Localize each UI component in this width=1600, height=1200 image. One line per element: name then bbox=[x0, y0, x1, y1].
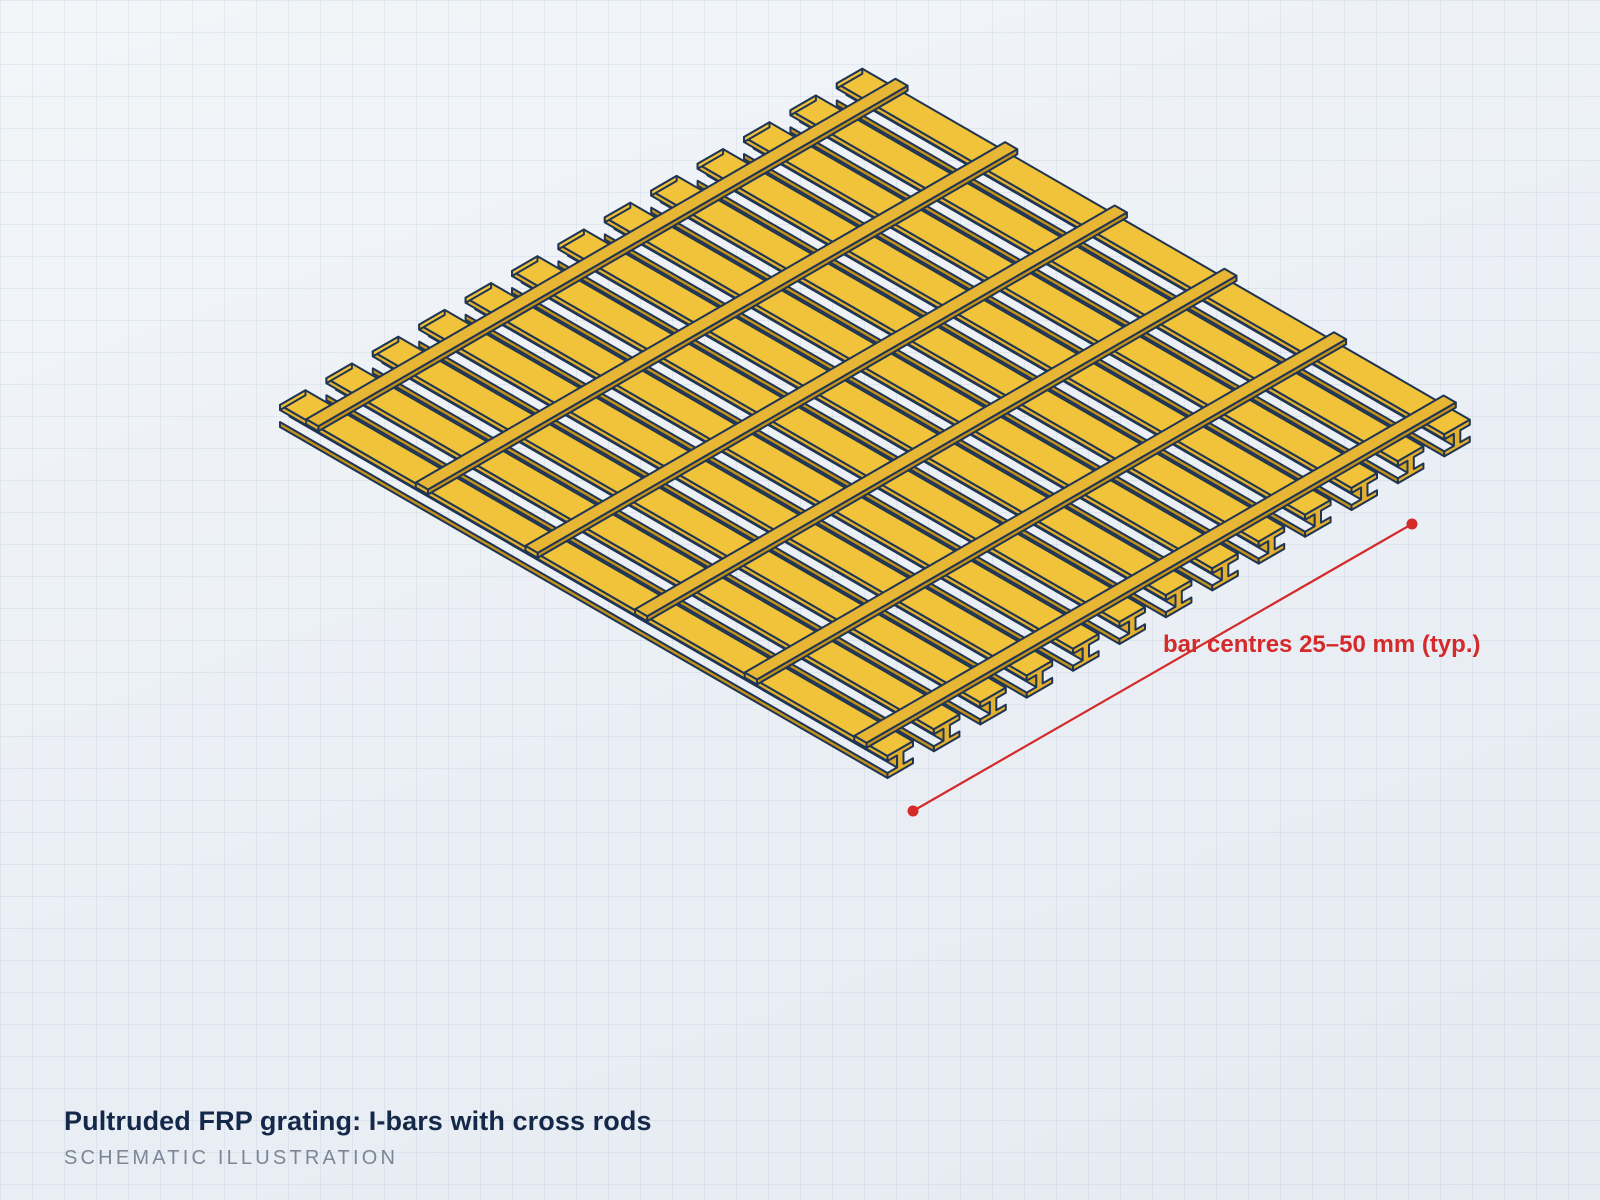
bar-spacing-dimension: bar centres 25–50 mm (typ.) bbox=[907, 518, 1480, 817]
i-bar-end-profile bbox=[1396, 445, 1425, 485]
i-bar-far-end bbox=[511, 255, 539, 277]
i-bar-far-end bbox=[418, 308, 446, 331]
i-bar-end-profile bbox=[932, 713, 961, 753]
cross-rod bbox=[634, 267, 1238, 623]
i-bar-far-end bbox=[743, 121, 771, 143]
cross-rod-end bbox=[305, 418, 320, 433]
caption: Pultruded FRP grating: I-bars with cross… bbox=[64, 1106, 652, 1170]
dimension-endpoint bbox=[907, 805, 919, 817]
frp-grating-panel bbox=[279, 67, 1471, 779]
i-bar-end-profile bbox=[1257, 525, 1286, 565]
i-bar-end-profile bbox=[1164, 579, 1193, 619]
dimension-endpoint bbox=[1406, 518, 1418, 530]
cross-rod-end bbox=[634, 608, 649, 623]
cross-rod bbox=[853, 394, 1457, 749]
dimension-label: bar centres 25–50 mm (typ.) bbox=[1163, 631, 1480, 658]
i-bar-far-end bbox=[696, 148, 725, 170]
cross-rod-end bbox=[524, 544, 539, 559]
i-bar-far-end bbox=[835, 67, 864, 90]
cross-rod bbox=[414, 141, 1019, 496]
i-bar-far-end bbox=[325, 362, 353, 385]
diagram-subtitle: SCHEMATIC ILLUSTRATION bbox=[64, 1147, 399, 1169]
i-bar-far-end bbox=[279, 389, 307, 411]
cross-rod-end bbox=[743, 671, 758, 686]
cross-rod bbox=[305, 77, 909, 433]
i-bar-end-profile bbox=[1304, 499, 1332, 538]
diagram-title: Pultruded FRP grating: I-bars with cross… bbox=[64, 1106, 652, 1136]
i-bar-far-end bbox=[464, 282, 493, 304]
i-bar-far-end bbox=[789, 94, 817, 117]
i-bar-end-profile bbox=[1072, 633, 1100, 672]
i-bar-end-profile bbox=[1443, 418, 1471, 458]
dimension-line bbox=[911, 522, 1414, 813]
i-bar-end-profile bbox=[886, 740, 914, 779]
cross-rod bbox=[524, 204, 1128, 559]
i-bar-end-profile bbox=[979, 686, 1007, 726]
i-bar-far-end bbox=[603, 201, 632, 224]
cross-rod bbox=[743, 331, 1348, 686]
i-bar-far-end bbox=[371, 335, 400, 358]
i-bar-end-profile bbox=[1118, 606, 1146, 645]
i-bar-end-profile bbox=[1211, 552, 1239, 592]
i-bar-far-end bbox=[557, 228, 585, 251]
cross-rod-end bbox=[853, 734, 868, 749]
i-bar-end-profile bbox=[1350, 472, 1378, 511]
cross-rod-end bbox=[414, 481, 429, 496]
i-bar-end-profile bbox=[1025, 659, 1054, 699]
i-bar-far-end bbox=[650, 174, 678, 197]
